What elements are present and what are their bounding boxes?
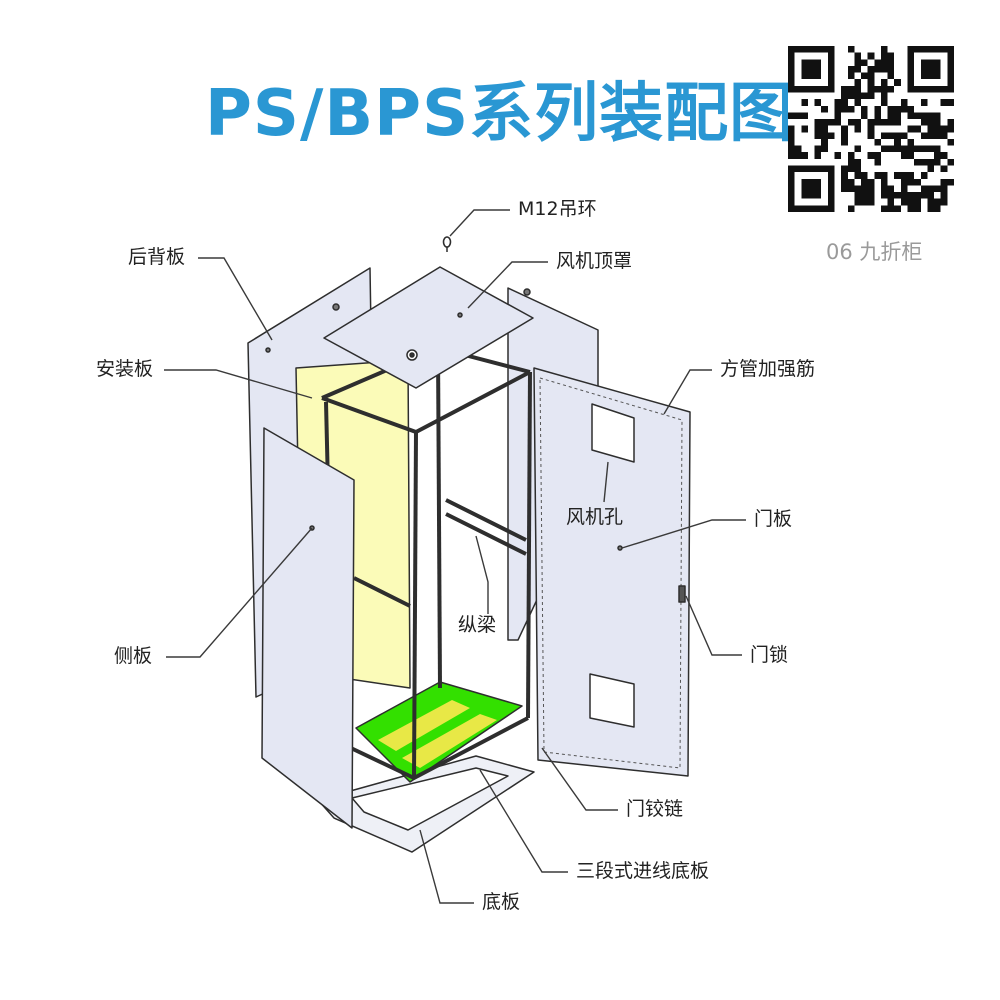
label-longitudinal-beam: 纵梁 [458, 614, 497, 636]
door-panel [533, 367, 691, 777]
label-side-panel: 侧板 [114, 645, 153, 667]
label-door-hinge: 门铰链 [626, 798, 684, 820]
qr-code-icon [788, 46, 954, 212]
lifting-ring-icon [442, 236, 452, 252]
fan-hole-bottom [589, 673, 635, 728]
fan-hole-top [591, 403, 635, 463]
label-m12-lifting-ring: M12吊环 [518, 198, 597, 220]
label-three-section-cable-entry-plate: 三段式进线底板 [576, 860, 710, 882]
fan-top-cover [323, 266, 534, 389]
label-square-tube-rib: 方管加强筋 [720, 358, 816, 380]
label-fan-hole: 风机孔 [566, 506, 624, 528]
label-mounting-plate: 安装板 [96, 358, 154, 380]
label-back-panel: 后背板 [128, 246, 186, 268]
cable-entry-floor [355, 681, 523, 783]
page-title: PS/BPS系列装配图 [205, 77, 795, 151]
door-lock [678, 585, 686, 603]
label-fan-top-cover: 风机顶罩 [556, 250, 633, 272]
side-panel [261, 427, 355, 829]
label-door-panel: 门板 [754, 508, 793, 530]
watermark: 06 九折柜 [826, 240, 923, 264]
label-door-lock: 门锁 [750, 644, 789, 666]
label-base-plate: 底板 [482, 891, 521, 913]
